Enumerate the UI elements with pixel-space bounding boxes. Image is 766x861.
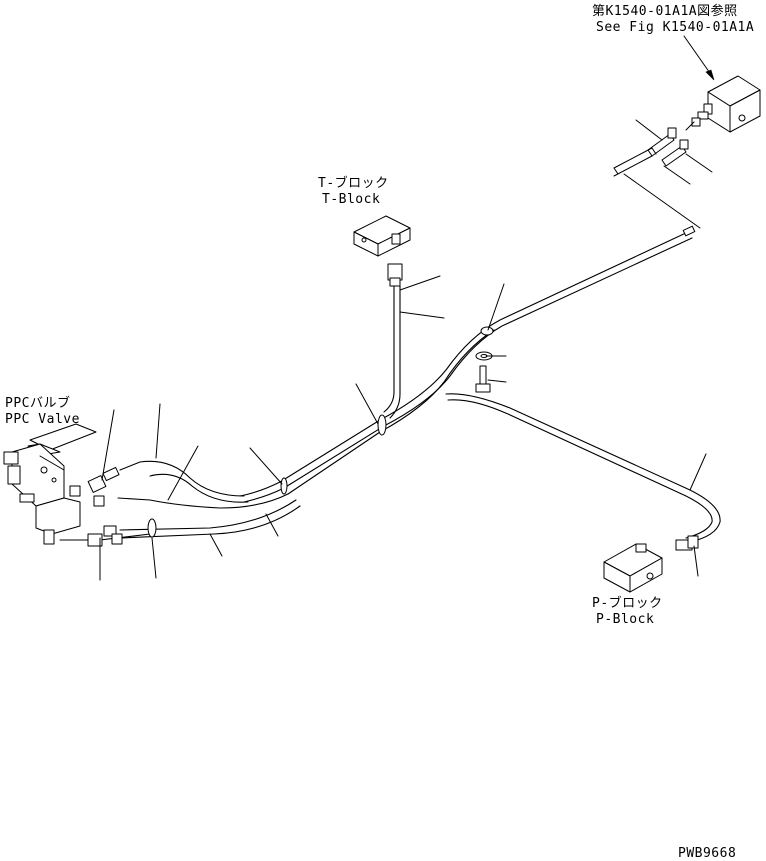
ppc-valve [3,423,97,545]
bolt [475,365,491,393]
fig-reference-en: See Fig K1540-01A1A [596,20,754,35]
fig-reference-jp: 第K1540-01A1A図参照 [592,3,738,19]
reference-arrow [683,35,715,81]
break-indicator [613,147,701,229]
t-block-label-en: T-Block [322,192,380,207]
ppc-valve-label-en: PPC Valve [5,412,80,427]
leader-lines [99,275,707,581]
ppc-fittings [59,466,123,547]
t-block-label-jp: T-ブロック [318,175,389,191]
drawing-number: PWB9668 [678,846,736,861]
upper-valve-block [685,75,761,133]
p-block-label-jp: P-ブロック [592,595,663,611]
main-tube-bundle [239,225,696,503]
t-block-tube [383,263,403,419]
t-block [353,215,411,257]
ppc-side-tubes [99,460,301,541]
upper-hose-fittings [635,119,713,185]
p-block [603,535,699,593]
p-block-label-en: P-Block [596,612,654,627]
tube-clamps [147,326,494,538]
p-block-tube [445,393,721,543]
ppc-valve-label-jp: PPCバルブ [5,395,70,411]
